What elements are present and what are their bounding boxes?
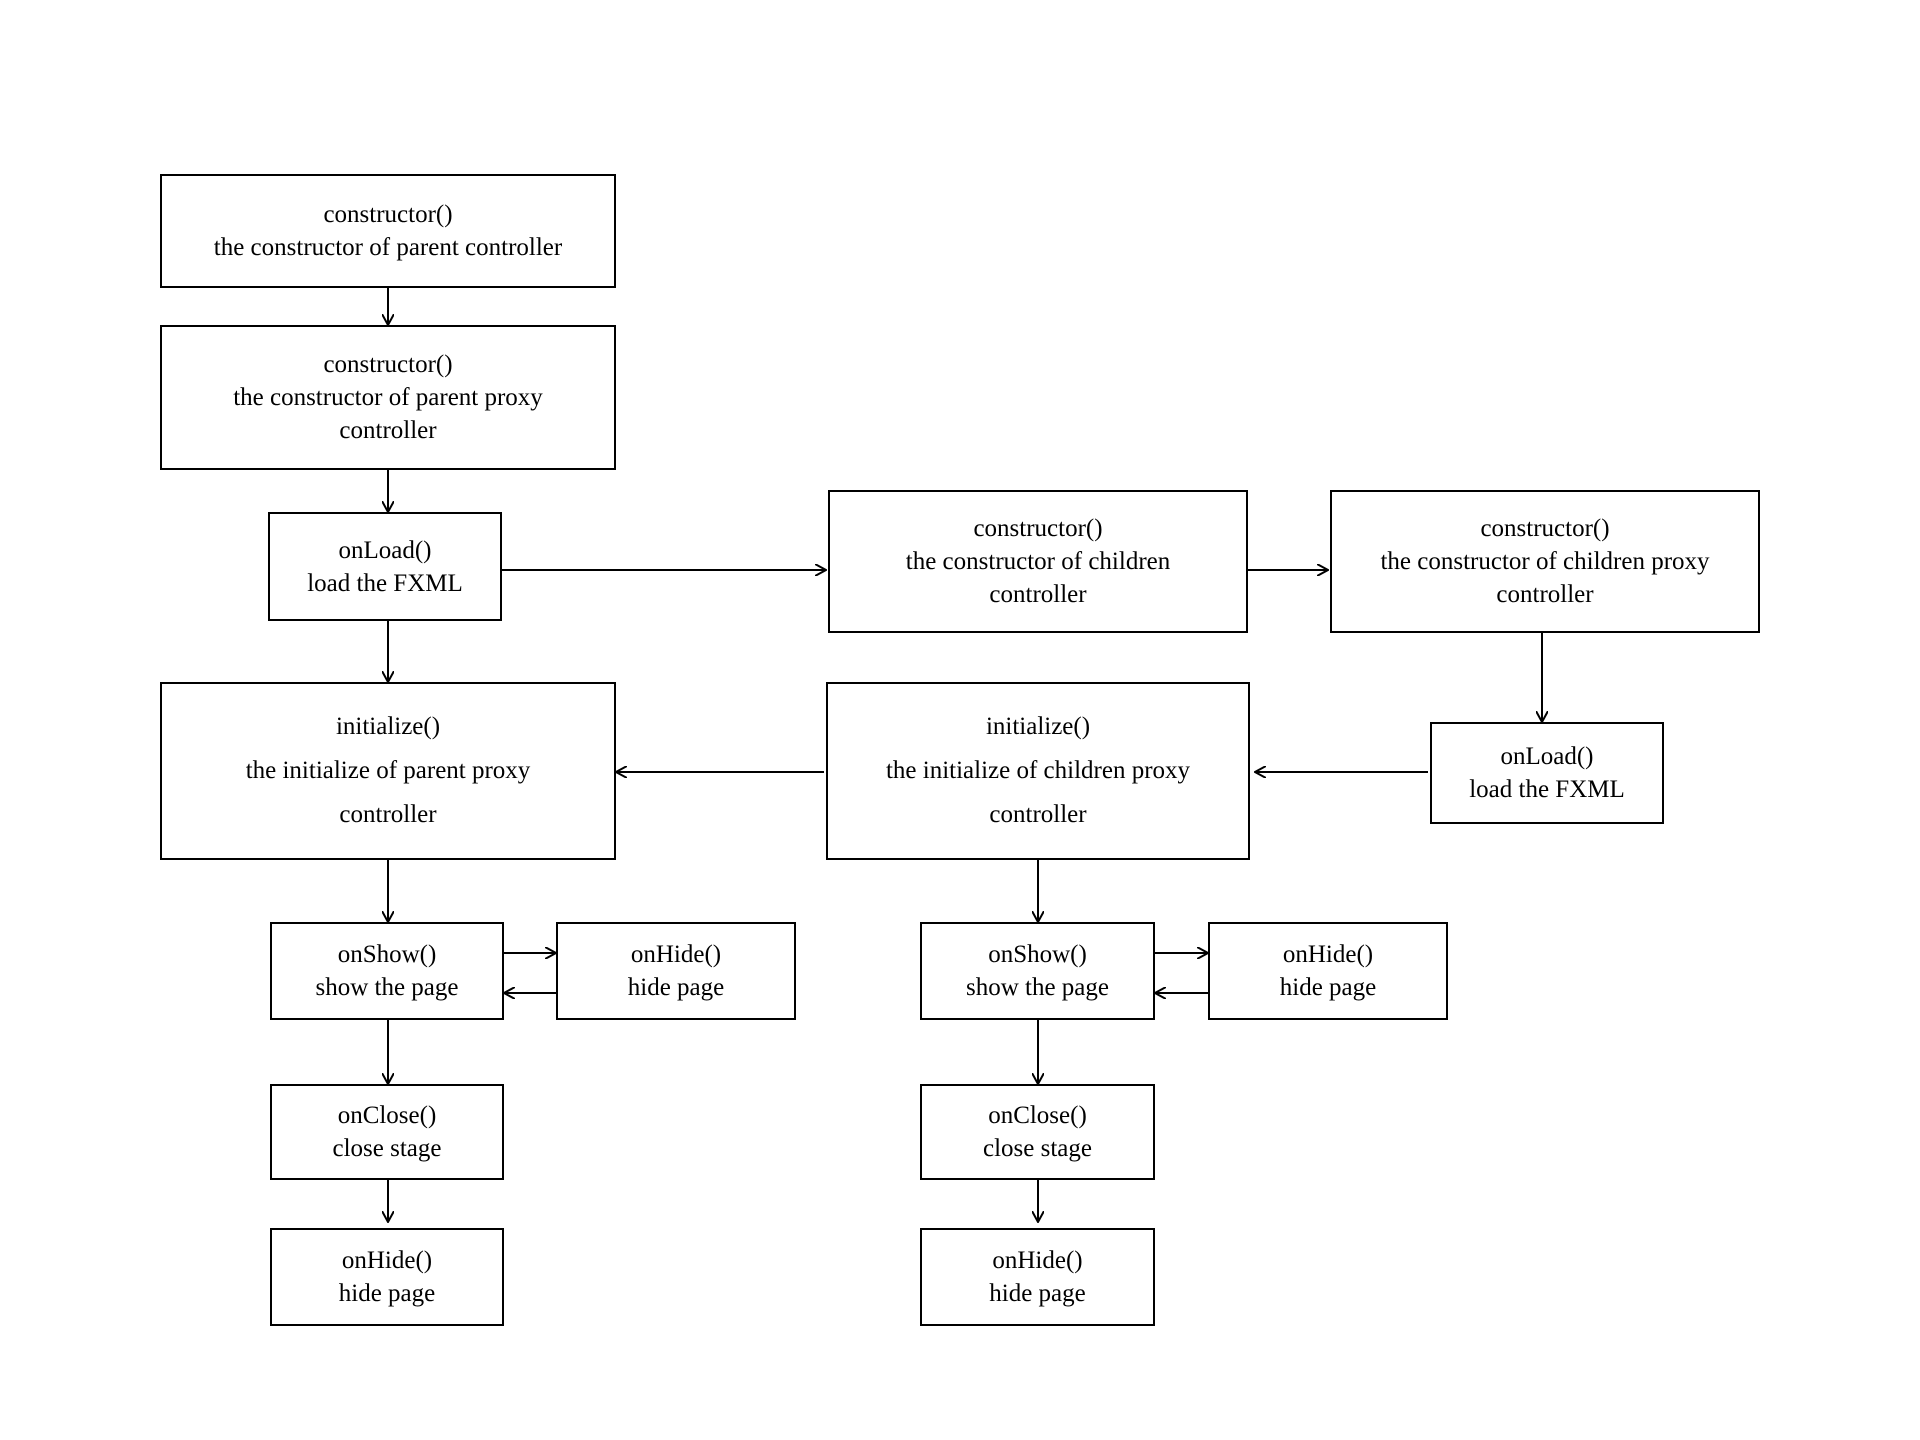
node-parent-onshow-line-2: show the page	[315, 974, 459, 1001]
node-children-proxy-constructor-line-2: the constructor of children proxy	[1380, 548, 1710, 575]
node-parent-onshow[interactable]: onShow() show the page	[270, 922, 504, 1020]
node-children-constructor-line-3: controller	[989, 581, 1087, 608]
node-parent-proxy-constructor-line-1: constructor()	[323, 351, 453, 378]
node-parent-proxy-constructor-line-3: controller	[339, 417, 437, 444]
node-children-onclose[interactable]: onClose() close stage	[920, 1084, 1155, 1180]
node-children-proxy-initialize-line-2: the initialize of children proxy	[885, 757, 1191, 785]
node-parent-onhide-bottom[interactable]: onHide() hide page	[270, 1228, 504, 1326]
node-parent-proxy-initialize-line-1: initialize()	[335, 713, 441, 741]
node-children-proxy-constructor-line-3: controller	[1496, 581, 1594, 608]
node-parent-onload-line-2: load the FXML	[307, 569, 463, 597]
node-children-onload[interactable]: onLoad() load the FXML	[1430, 722, 1664, 824]
node-children-proxy-initialize[interactable]: initialize() the initialize of children …	[826, 682, 1250, 860]
node-parent-onhide-bottom-line-2: hide page	[338, 1280, 436, 1307]
node-children-onshow[interactable]: onShow() show the page	[920, 922, 1155, 1020]
node-children-onhide-bottom[interactable]: onHide() hide page	[920, 1228, 1155, 1326]
node-children-onshow-line-1: onShow()	[988, 941, 1087, 968]
node-parent-onclose-line-1: onClose()	[337, 1102, 437, 1129]
node-children-onhide-bottom-line-1: onHide()	[992, 1247, 1083, 1274]
node-parent-onshow-line-1: onShow()	[337, 941, 437, 968]
node-children-proxy-initialize-line-1: initialize()	[985, 713, 1091, 741]
node-children-constructor-line-2: the constructor of children	[905, 548, 1171, 575]
node-children-onclose-line-1: onClose()	[988, 1102, 1087, 1129]
node-children-onhide-side[interactable]: onHide() hide page	[1208, 922, 1448, 1020]
node-children-constructor[interactable]: constructor() the constructor of childre…	[828, 490, 1248, 633]
node-children-onhide-bottom-line-2: hide page	[989, 1280, 1086, 1307]
node-parent-constructor[interactable]: constructor() the constructor of parent …	[160, 174, 616, 288]
node-parent-onclose-line-2: close stage	[332, 1135, 442, 1162]
node-parent-proxy-constructor-line-2: the constructor of parent proxy	[233, 384, 543, 411]
node-children-onload-line-2: load the FXML	[1469, 776, 1625, 803]
node-children-proxy-constructor[interactable]: constructor() the constructor of childre…	[1330, 490, 1760, 633]
node-children-onhide-side-line-1: onHide()	[1282, 941, 1374, 968]
node-parent-onclose[interactable]: onClose() close stage	[270, 1084, 504, 1180]
node-parent-onhide-bottom-line-1: onHide()	[341, 1247, 433, 1274]
node-children-onshow-line-2: show the page	[965, 974, 1110, 1001]
node-parent-constructor-line-2: the constructor of parent controller	[213, 234, 563, 261]
node-parent-onhide-side-line-1: onHide()	[630, 941, 722, 968]
node-parent-constructor-line-1: constructor()	[323, 201, 453, 228]
node-parent-onhide-side-line-2: hide page	[627, 974, 725, 1001]
node-children-proxy-constructor-line-1: constructor()	[1480, 515, 1610, 542]
node-parent-proxy-initialize[interactable]: initialize() the initialize of parent pr…	[160, 682, 616, 860]
node-children-onclose-line-2: close stage	[983, 1135, 1092, 1162]
node-parent-onhide-side[interactable]: onHide() hide page	[556, 922, 796, 1020]
node-parent-onload[interactable]: onLoad() load the FXML	[268, 512, 502, 621]
node-parent-proxy-initialize-line-2: the initialize of parent proxy	[245, 757, 531, 785]
node-children-proxy-initialize-line-3: controller	[989, 800, 1087, 828]
node-parent-proxy-constructor[interactable]: constructor() the constructor of parent …	[160, 325, 616, 470]
node-parent-proxy-initialize-line-3: controller	[339, 800, 437, 828]
node-parent-onload-line-1: onLoad()	[338, 536, 432, 564]
node-children-onload-line-1: onLoad()	[1500, 743, 1594, 770]
node-children-onhide-side-line-2: hide page	[1279, 974, 1377, 1001]
node-children-constructor-line-1: constructor()	[973, 515, 1103, 542]
